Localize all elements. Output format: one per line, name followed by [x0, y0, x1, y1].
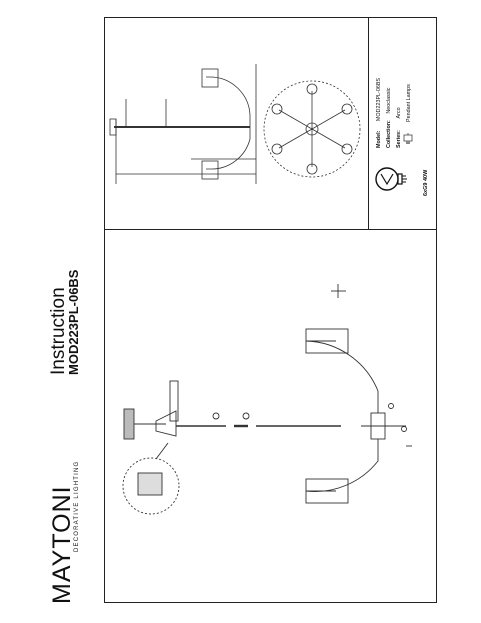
- dimension-drawing: [109, 64, 361, 184]
- assembly-drawing: [122, 284, 412, 515]
- spec-divider: [368, 17, 369, 229]
- spec-model-label: Model:: [376, 130, 382, 148]
- bulb-icon: [372, 164, 412, 194]
- bulb-spec: 6xG9 40W: [423, 169, 429, 196]
- spec-series: Series: Arco: [396, 107, 402, 148]
- spec-collection-value: Neoclassic: [386, 87, 392, 114]
- spec-collection: Collection: Neoclassic: [386, 88, 392, 148]
- spec-type: Pendant Lamps: [406, 84, 412, 122]
- spec-collection-label: Collection:: [386, 120, 392, 148]
- brand-logo: MAYTONI: [48, 485, 76, 604]
- spec-model: Model: MOD223PL-06BS: [376, 78, 382, 148]
- spec-series-label: Series:: [396, 130, 402, 148]
- section-divider: [104, 229, 437, 230]
- model-number: MOD223PL-06BS: [66, 269, 81, 375]
- page-frame: [104, 17, 437, 603]
- spec-model-value: MOD223PL-06BS: [376, 77, 382, 122]
- brand-tagline: DECORATIVE LIGHTING: [74, 460, 80, 552]
- spec-series-value: Arco: [396, 107, 402, 119]
- pendant-lamp-icon: [403, 132, 413, 144]
